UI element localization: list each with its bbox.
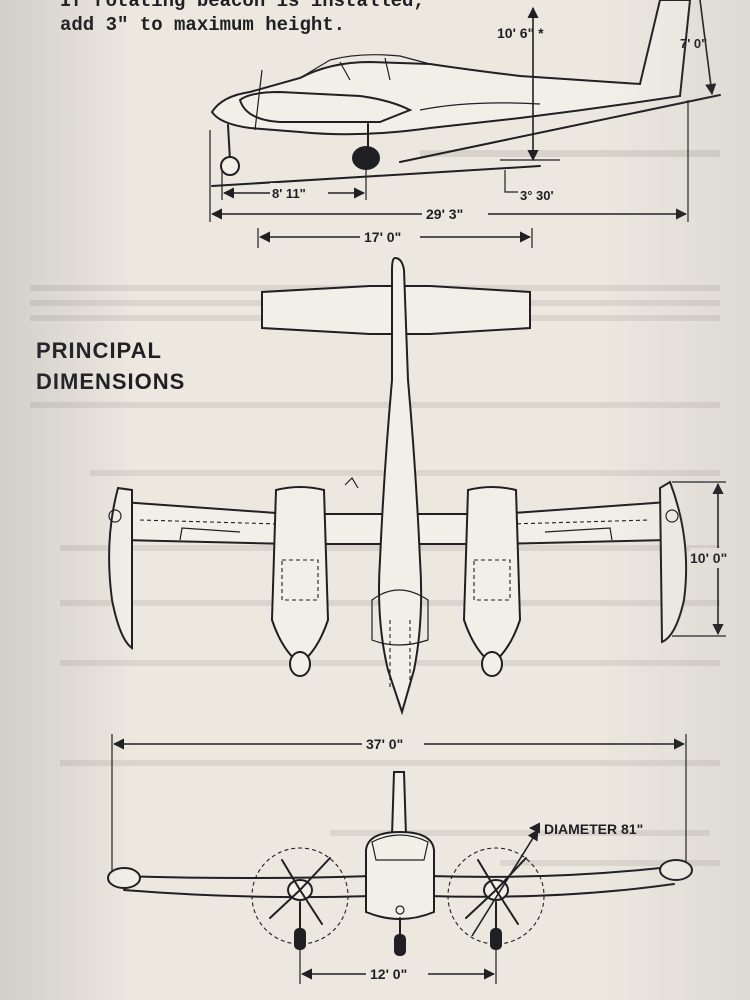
angle-label: 3° 30' xyxy=(520,188,554,203)
vertical-fin xyxy=(390,771,408,837)
tip-tank-label: 10' 0" xyxy=(690,550,727,566)
tail-ground-line xyxy=(399,94,721,163)
top-nose-gear-hidden xyxy=(389,620,411,690)
nose-gear-strut xyxy=(227,124,231,161)
stabilizer-extension xyxy=(257,228,533,248)
front-nose-light xyxy=(395,905,405,915)
right-nacelle-hidden xyxy=(473,559,511,601)
note-line-2: add 3" to maximum height. xyxy=(60,14,345,36)
right-spinner xyxy=(481,651,503,677)
side-nacelle xyxy=(238,90,413,123)
front-right-tip-tank xyxy=(659,859,693,881)
tail-height-dimension xyxy=(699,0,717,96)
left-nacelle-hidden xyxy=(281,559,319,601)
left-nacelle xyxy=(270,486,330,666)
length-extension xyxy=(209,100,689,222)
front-wing-lower xyxy=(123,883,675,899)
front-left-tip-tank xyxy=(107,867,141,889)
max-height-label: 10' 6" * xyxy=(497,25,544,41)
left-main-wheel xyxy=(294,928,306,950)
front-windshield xyxy=(371,834,429,861)
ground-line xyxy=(211,165,541,187)
length-label: 29' 3" xyxy=(426,206,463,222)
side-tip-tank xyxy=(419,102,541,111)
main-wheel xyxy=(352,146,380,170)
front-view: 37' 0" DIAMETER 81" xyxy=(107,734,693,984)
stabilizer-span-label: 17' 0" xyxy=(364,229,401,245)
angle-marker xyxy=(504,170,518,193)
side-window-frames xyxy=(339,57,391,81)
heading-line-2: DIMENSIONS xyxy=(36,369,185,394)
wing-span-label: 37' 0" xyxy=(366,736,403,752)
top-antenna xyxy=(344,477,359,489)
aileron-outlines xyxy=(179,527,613,541)
left-tip-light xyxy=(108,509,122,523)
front-nose-wheel xyxy=(394,934,406,956)
top-cockpit xyxy=(371,589,429,646)
right-tip-tank xyxy=(658,480,688,644)
right-main-wheel xyxy=(490,928,502,950)
tread-extension xyxy=(299,950,497,984)
left-prop-blades xyxy=(269,857,331,925)
principal-dimensions-heading: PRINCIPAL DIMENSIONS xyxy=(36,338,185,394)
top-fuselage xyxy=(378,256,423,716)
top-view: 17' 0" 10' 0" xyxy=(108,227,744,716)
left-spinner xyxy=(289,651,311,677)
front-wing-upper xyxy=(119,865,679,879)
side-canopy xyxy=(299,54,431,79)
beacon-note: If rotating beacon is installed, add 3" … xyxy=(60,0,425,36)
front-fuselage xyxy=(365,830,435,920)
tip-tank-extension xyxy=(672,481,726,637)
side-propeller xyxy=(254,69,263,131)
note-line-1: If rotating beacon is installed, xyxy=(60,0,425,12)
tail-height-label: 7' 0" xyxy=(680,36,707,51)
prop-diameter-label: DIAMETER 81" xyxy=(544,821,643,837)
span-extension xyxy=(111,734,687,880)
right-nacelle xyxy=(462,486,522,666)
right-prop-disc xyxy=(447,847,545,945)
heading-line-1: PRINCIPAL xyxy=(36,338,162,363)
nose-wheel xyxy=(220,156,240,176)
left-prop-disc xyxy=(251,847,349,945)
wheel-base-extension xyxy=(221,170,367,200)
side-view: 10' 6" * 7' 0" 3° 30' 8' 11" 29' 3" xyxy=(209,0,721,222)
wing-hidden-lines xyxy=(139,519,651,525)
wheel-base-label: 8' 11" xyxy=(272,186,306,201)
right-tip-light xyxy=(665,509,679,523)
diameter-leader xyxy=(471,829,539,937)
tread-label: 12' 0" xyxy=(370,966,407,982)
left-tip-tank xyxy=(108,486,133,650)
